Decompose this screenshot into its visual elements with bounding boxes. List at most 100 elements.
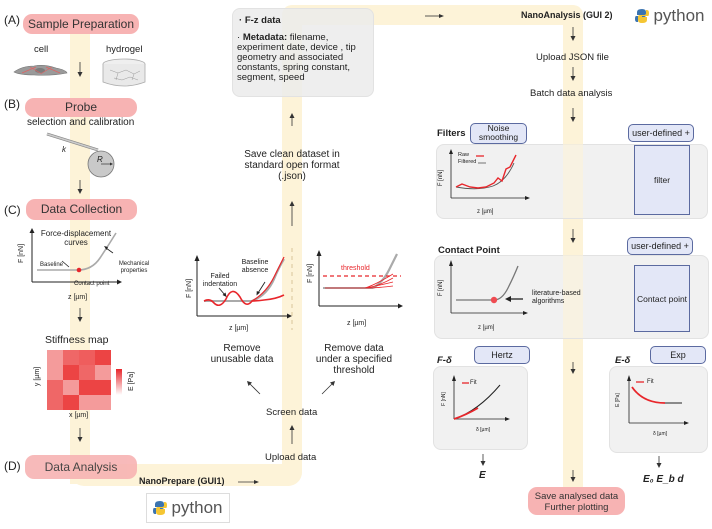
f-delta-panel (433, 366, 528, 450)
batch-analysis-label: Batch data analysis (530, 88, 613, 99)
filters-user-defined-button[interactable]: user-defined + (628, 124, 694, 142)
json-info-box: · F-z data · Metadata: filename, experim… (232, 8, 374, 97)
c-x-axis-label: z [µm] (68, 294, 88, 301)
heatmap-cell (63, 395, 79, 410)
probe-subtitle: selection and calibration (27, 117, 135, 128)
python-wordmark: python (171, 498, 223, 517)
arrow-top-band (425, 14, 444, 18)
filters-y-axis-label: F [nN] (438, 169, 445, 187)
arrow-to-info (289, 113, 295, 126)
stiffness-map-title: Stiffness map (45, 334, 109, 346)
f-delta-x-axis-label: δ [µm] (476, 427, 490, 433)
exp-button[interactable]: Exp (650, 346, 706, 364)
arrow-to-contact (570, 229, 576, 243)
e-delta-title: E-δ (615, 355, 631, 366)
arrow-screen-to-unusable (247, 381, 261, 395)
section-a-letter: (A) (4, 13, 20, 27)
arrow-map-to-d (77, 428, 83, 442)
contact-plot (449, 260, 528, 315)
flow-band-overlay-contact (563, 255, 583, 338)
contact-user-defined-button[interactable]: user-defined + (627, 237, 693, 255)
unusable-x-axis-label: z [µm] (229, 325, 249, 332)
filters-x-axis-label: z [µm] (477, 209, 494, 215)
failed-indentation-label: Failed indentation (202, 273, 238, 288)
info-meta-text: filename, experiment date, device , tip … (237, 32, 356, 83)
f-delta-title: F-δ (437, 355, 452, 366)
heatmap-cell (95, 365, 111, 380)
stiffness-x-axis-label: x [µm] (69, 412, 89, 419)
python-logo-nanoprepare: python (146, 493, 230, 523)
arrow-b-to-c (77, 180, 83, 194)
heatmap-cell (95, 380, 111, 395)
colorbar-label: E [Pa] (128, 371, 136, 392)
arrow-a-to-b (77, 62, 83, 77)
remove-threshold-label: Remove data under a specified threshold (315, 343, 393, 376)
heatmap-cell (79, 380, 95, 395)
filters-plot (449, 149, 530, 200)
data-analysis-pill: Data Analysis (25, 455, 137, 479)
data-collection-pill: Data Collection (26, 199, 137, 220)
c-y-axis-label: F [nN] (18, 243, 26, 264)
baseline-absence-label: Baseline absence (241, 259, 269, 274)
heatmap-cell (47, 365, 63, 380)
heatmap-cell (47, 350, 63, 365)
heatmap-cell (79, 395, 95, 410)
f-delta-plot (452, 375, 510, 421)
filter-box[interactable]: filter (634, 145, 690, 215)
arrow-to-save-json (289, 201, 295, 226)
contact-point-box[interactable]: Contact point (634, 265, 690, 332)
heatmap-cell (95, 350, 111, 365)
python-wordmark: python (653, 6, 705, 25)
arrow-c-to-map (77, 308, 83, 322)
nanoprepare-label: NanoPrepare (GUI1) (139, 476, 225, 486)
save-analysed-pill: Save analysed data Further plotting (528, 487, 625, 515)
noise-smoothing-button[interactable]: Noise smoothing (470, 123, 527, 144)
arrow-upload-to-screen (289, 425, 295, 444)
arrow-to-save-analysed-2 (570, 470, 576, 482)
threshold-label: threshold (341, 265, 370, 272)
heatmap-cell (63, 380, 79, 395)
sample-preparation-pill: Sample Preparation (23, 14, 139, 34)
flow-band-overlay-filters (563, 144, 583, 218)
info-fz-text: F-z data (244, 15, 281, 26)
cell-icon (13, 65, 68, 76)
literature-algorithms-label: literature-based algorithms (532, 290, 581, 305)
heatmap-cell (95, 395, 111, 410)
dashed-separator (291, 248, 293, 330)
filters-legend-filtered: Filtered (458, 159, 477, 165)
contact-arrow-icon (505, 296, 523, 302)
probe-pill: Probe (25, 98, 137, 117)
arrow-nanoprepare (238, 480, 259, 484)
section-c-letter: (C) (4, 203, 21, 217)
f-delta-legend: Fit (470, 380, 477, 386)
upload-json-label: Upload JSON file (536, 52, 609, 63)
force-displacement-title: Force-displacement curves (40, 229, 112, 247)
unusable-data-plot (194, 255, 292, 319)
baseline-label: Baseline (40, 262, 64, 268)
hertz-button[interactable]: Hertz (474, 346, 530, 364)
mechanical-properties-label: Mechanical properties (118, 261, 150, 274)
e-result-label: E (479, 470, 486, 481)
contact-point-label: Contact point (74, 281, 110, 287)
spring-constant-label: k (62, 145, 66, 154)
arrow-to-e-result (480, 454, 486, 466)
filters-title: Filters (437, 128, 466, 139)
e-delta-x-axis-label: δ [µm] (653, 431, 667, 437)
heatmap-cell (79, 365, 95, 380)
section-d-letter: (D) (4, 459, 21, 473)
cantilever-probe-icon (46, 132, 115, 178)
heatmap-cell (47, 380, 63, 395)
hydrogel-icon (102, 58, 146, 87)
arrow-to-filters (570, 108, 576, 122)
python-icon (153, 501, 168, 515)
info-meta-item: · Metadata: filename, experiment date, d… (237, 32, 356, 83)
arrow-to-save-analysed (570, 362, 576, 374)
screen-data-label: Screen data (266, 407, 318, 418)
threshold-plot (316, 250, 403, 309)
nanoanalysis-label: NanoAnalysis (GUI 2) (521, 10, 613, 20)
python-icon (635, 9, 650, 23)
arrow-to-batch (570, 67, 576, 81)
e-delta-plot (627, 375, 689, 425)
contact-x-axis-label: z [µm] (478, 325, 495, 331)
e0-eb-d-result-label: E₀ E_b d (643, 474, 684, 485)
